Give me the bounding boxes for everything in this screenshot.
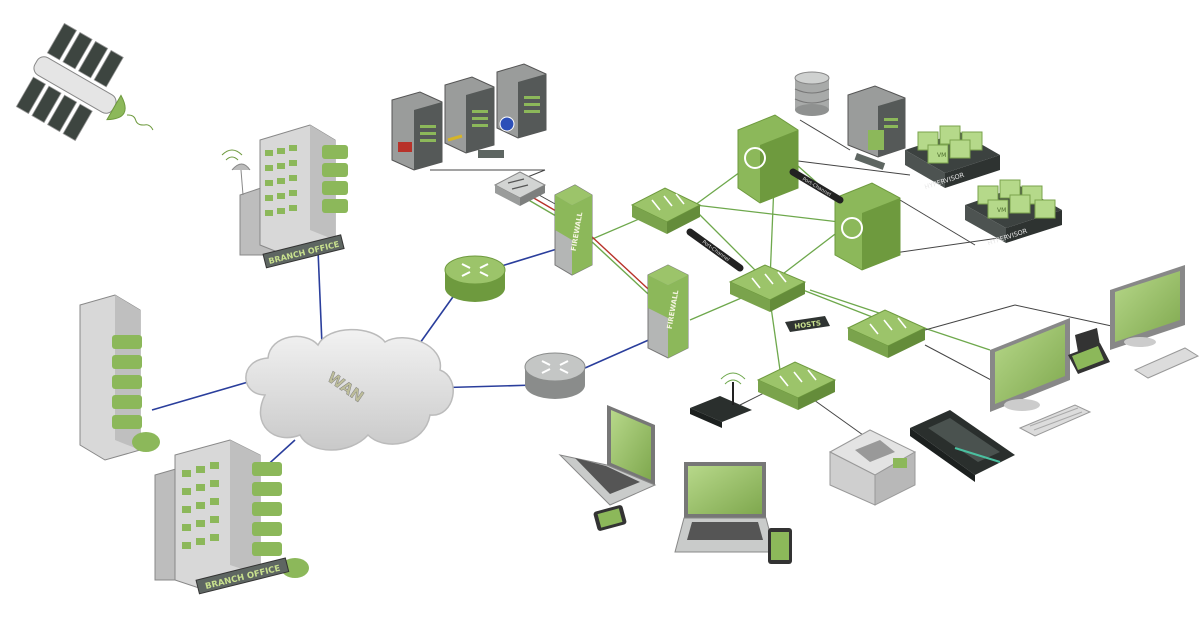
port-channel-2: Port-Channel [789,168,844,204]
tablet [1068,328,1110,374]
satellite-icon [15,22,154,142]
wireless-access-point [690,372,752,428]
port-channel-2-label: Port-Channel [801,176,832,198]
switch-1 [630,187,702,234]
globe-icon [499,116,515,132]
desktop-2 [1110,265,1200,379]
server-right-tag [854,153,886,170]
firewall-1: FIREWALL [554,184,593,276]
firewall-2: FIREWALL [647,264,689,359]
server-right [847,85,906,158]
hypervisor-2-vm-label: VM [997,207,1006,214]
database-icon [794,71,830,116]
switch-2 [728,264,807,312]
branch-office-top: BRANCH OFFICE [221,124,348,269]
scanner [910,410,1015,482]
port-channel-1: Port-Channel [686,228,744,272]
hosts-tag: HOSTS [785,316,830,332]
router-gray [524,352,586,399]
branch-office-bottom: BRANCH OFFICE [154,439,309,595]
router-green [444,255,506,302]
port-channel-1-label: Port-Channel [701,239,731,263]
brick-wall-icon [398,142,412,152]
switch-4 [756,361,837,410]
wan-cloud: WAN [245,328,454,451]
switch-3 [846,309,927,358]
core-switch-2 [834,182,901,271]
phone-2 [768,528,792,564]
desktop-1 [990,318,1092,437]
printer [828,429,917,506]
hosts-label: HOSTS [794,319,822,331]
core-switch-1 [737,114,799,204]
laptop-1 [558,405,657,506]
server-rack [391,63,547,171]
laptop-2 [674,462,776,553]
switch-gray [493,171,547,206]
hypervisor-1: VM HYPERVISOR [905,125,1000,191]
branch-office-left [79,294,160,461]
hypervisor-1-vm-label: VM [937,152,946,159]
phone-1 [593,505,627,531]
hypervisor-2: VM HYPERVISOR [965,179,1062,247]
key-icon [447,134,463,142]
